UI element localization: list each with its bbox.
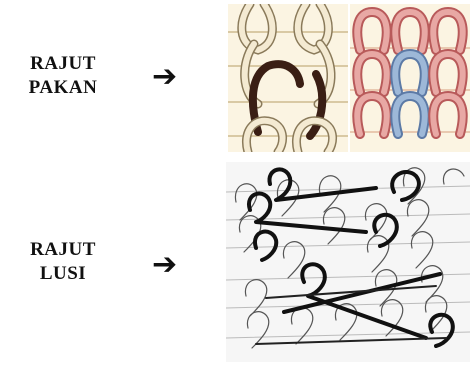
warp-label-line1: RAJUT [8, 238, 118, 262]
weft-loops-drawing [350, 4, 470, 152]
warp-knitting-label: RAJUT LUSI [8, 238, 118, 286]
warp-knit-illustration [226, 162, 470, 362]
weft-label-line2: PAKAN [8, 76, 118, 100]
weft-label-line1: RAJUT [8, 52, 118, 76]
warp-label-line2: LUSI [8, 262, 118, 286]
weft-knitting-label: RAJUT PAKAN [8, 52, 118, 100]
weft-knit-chain-illustration [228, 4, 348, 152]
weft-knit-loops-illustration [350, 4, 470, 152]
right-arrow-icon: ➔ [152, 250, 177, 280]
warp-knit-drawing [226, 162, 470, 362]
weft-chain-drawing [228, 4, 348, 152]
right-arrow-icon: ➔ [152, 62, 177, 92]
